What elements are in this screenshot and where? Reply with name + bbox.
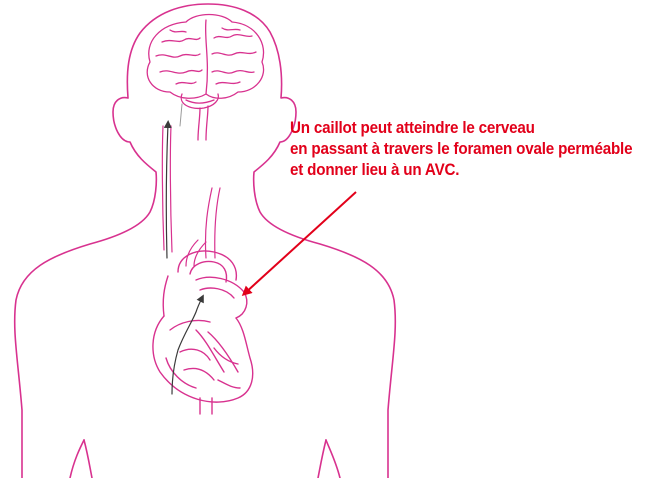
annotation-line-3: et donner lieu à un AVC.	[290, 160, 632, 181]
arrow-icon	[244, 192, 356, 294]
neck-arteries	[162, 104, 220, 266]
heart-icon	[153, 251, 253, 414]
brain-icon	[147, 15, 263, 141]
annotation-line-1: Un caillot peut atteindre le cerveau	[290, 118, 632, 139]
annotation-caption: Un caillot peut atteindre le cerveau en …	[290, 118, 632, 181]
annotation-line-2: en passant à travers le foramen ovale pe…	[290, 139, 632, 160]
clot-path	[166, 124, 202, 394]
